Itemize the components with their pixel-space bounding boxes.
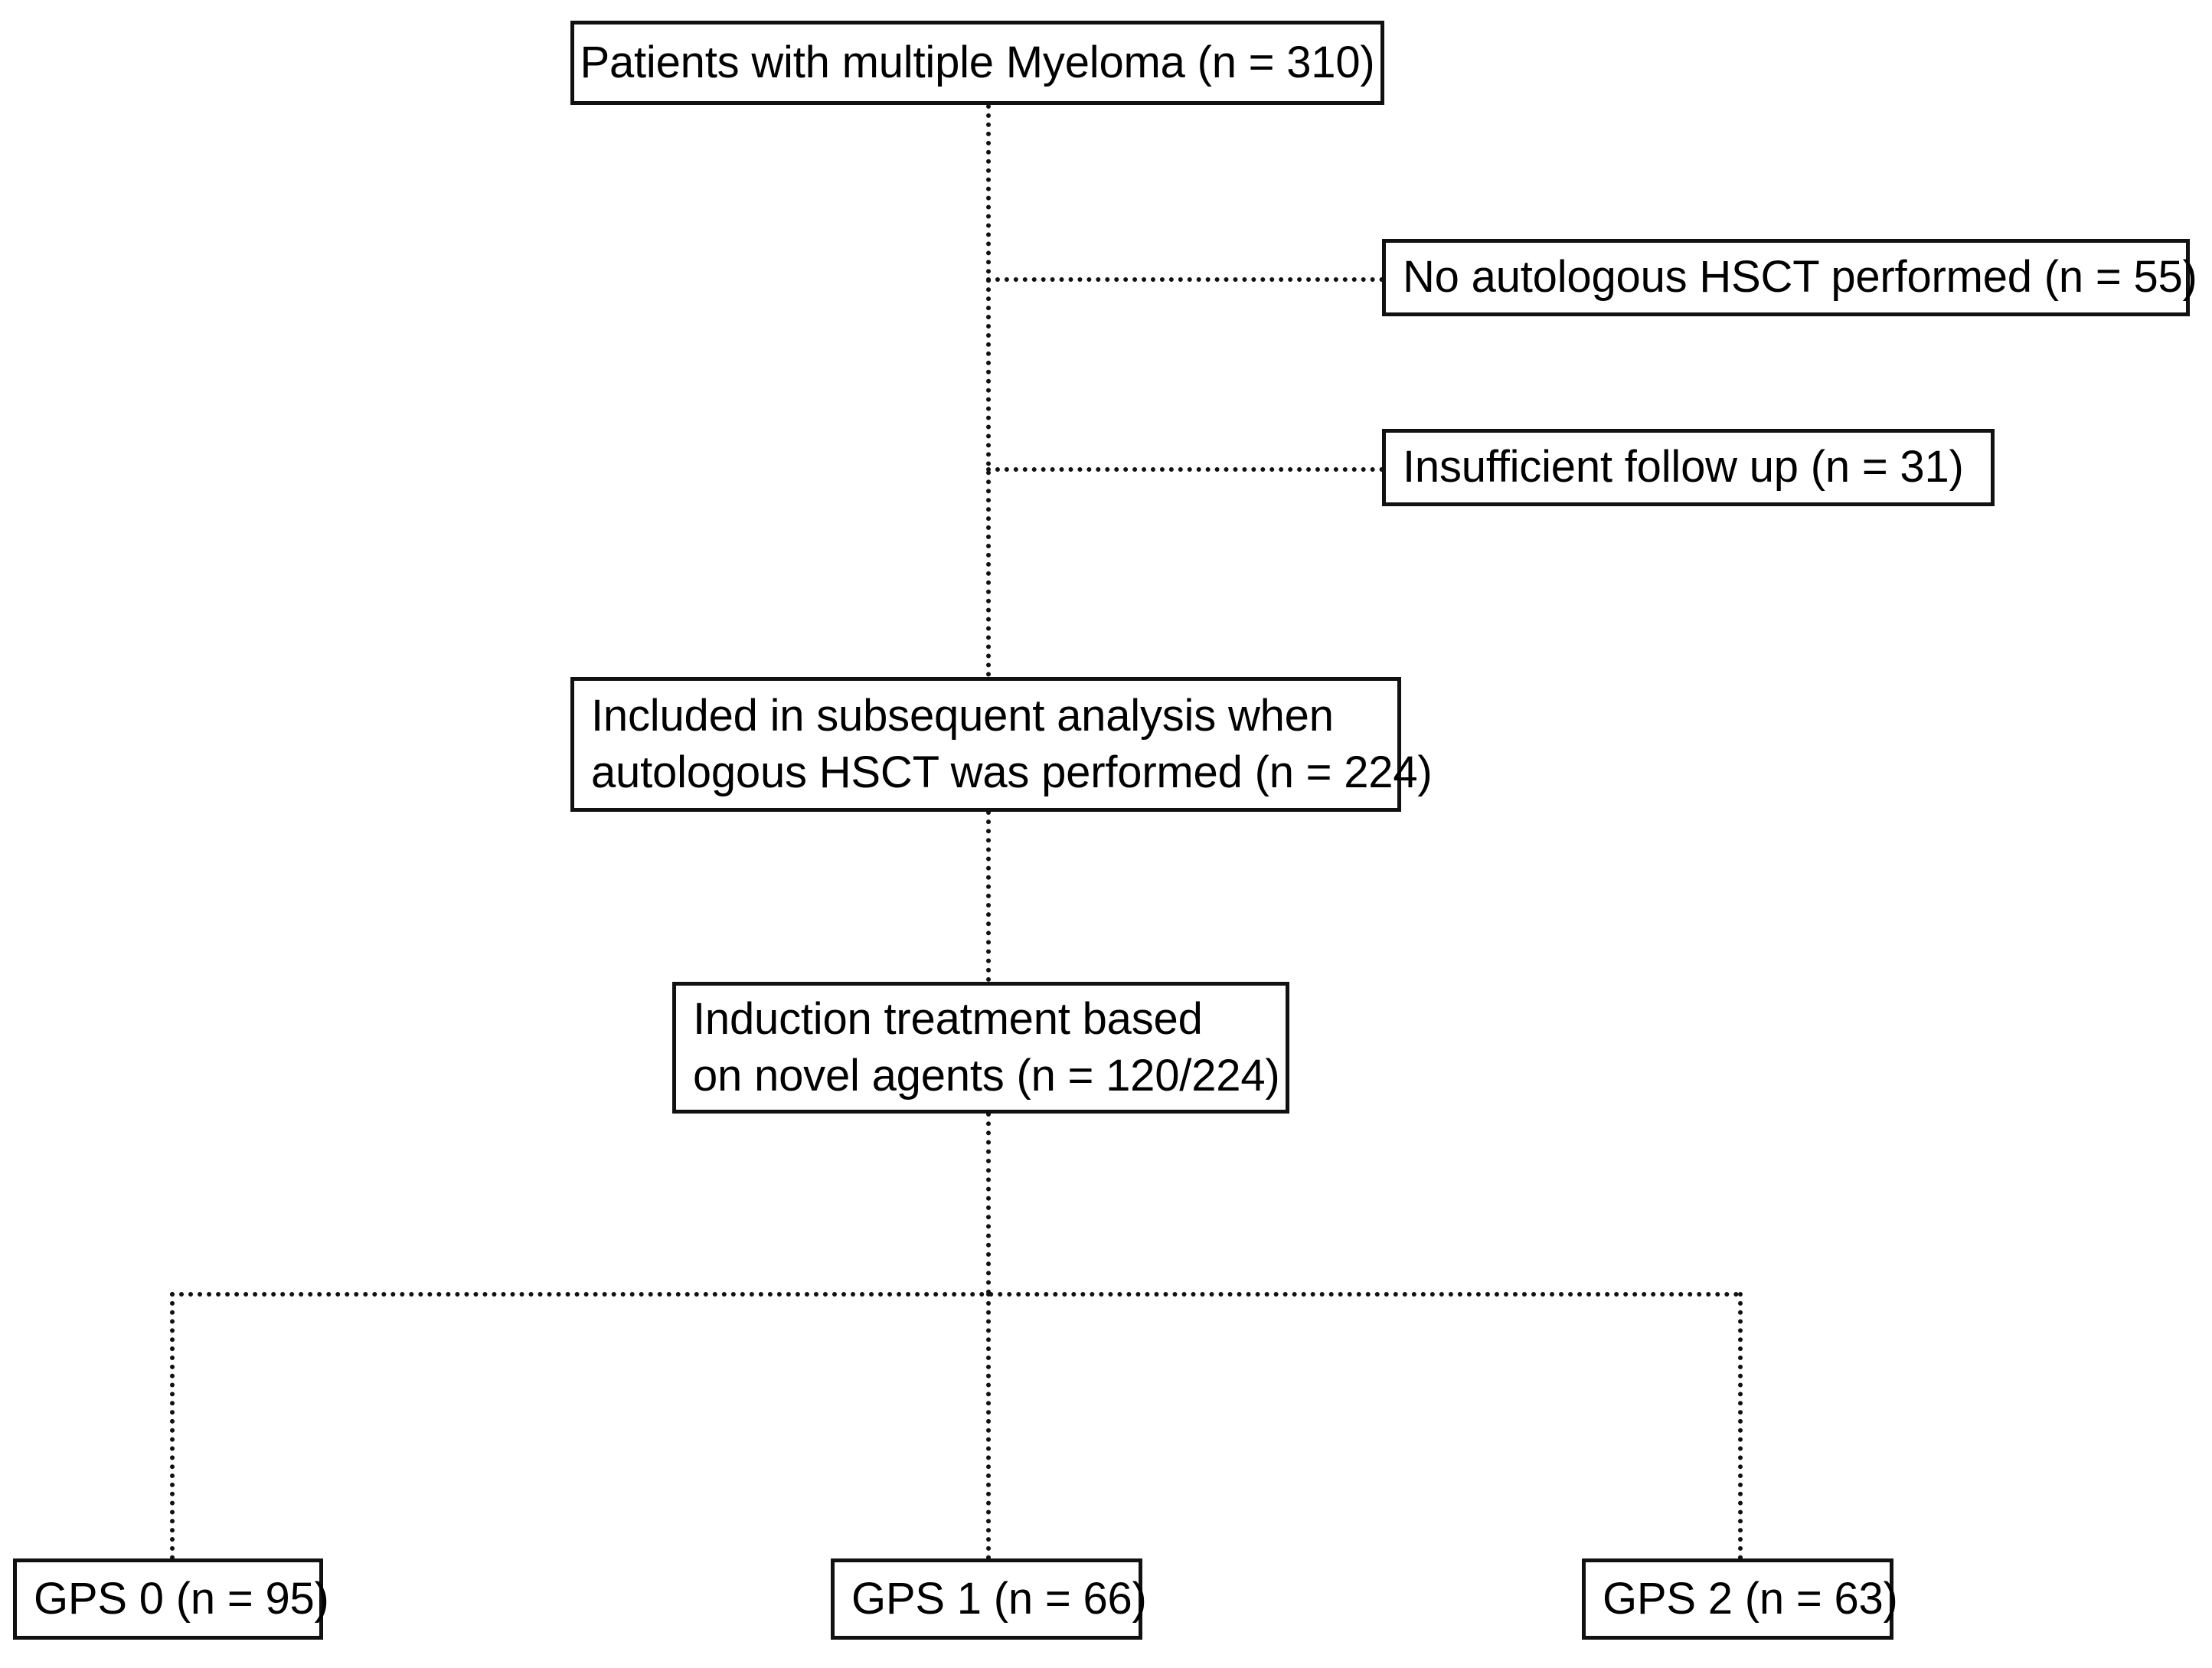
node-included-analysis[interactable]: Included in subsequent analysis when aut…	[570, 677, 1433, 812]
connector-included-to-induction	[986, 810, 991, 982]
node-gps-1-line-1: GPS 1 (n = 66)	[851, 1573, 1147, 1624]
node-excluded-insufficient-followup[interactable]: Insufficient follow up (n = 31)	[1382, 429, 1995, 506]
connector-trunk-main	[986, 104, 991, 677]
node-cohort-total-line-1: Patients with multiple Myeloma (n = 310)	[580, 37, 1375, 87]
connector-induction-to-branch	[986, 1112, 991, 1294]
node-induction-novel-agents-line-1: Induction treatment based	[693, 993, 1203, 1044]
connector-branch-to-gps-2	[1738, 1292, 1743, 1560]
node-gps-2[interactable]: GPS 2 (n = 63)	[1582, 1558, 1898, 1640]
node-gps-2-line-1: GPS 2 (n = 63)	[1603, 1573, 1898, 1624]
connector-branch-to-gps-0	[170, 1292, 175, 1560]
connector-to-no-hsct	[986, 277, 1384, 282]
node-induction-novel-agents[interactable]: Induction treatment based on novel agent…	[672, 982, 1289, 1114]
node-excluded-no-hsct-line-1: No autologous HSCT performed (n = 55)	[1403, 252, 2197, 303]
node-cohort-total[interactable]: Patients with multiple Myeloma (n = 310)	[570, 21, 1384, 105]
node-included-analysis-line-1: Included in subsequent analysis when	[591, 690, 1334, 741]
connector-branch-to-gps-1	[986, 1292, 991, 1560]
node-excluded-no-hsct[interactable]: No autologous HSCT performed (n = 55)	[1382, 239, 2197, 316]
node-induction-novel-agents-line-2: on novel agents (n = 120/224)	[693, 1051, 1280, 1101]
connector-gps-branch-bar	[170, 1292, 1740, 1297]
node-gps-0-line-1: GPS 0 (n = 95)	[34, 1573, 329, 1624]
node-gps-0[interactable]: GPS 0 (n = 95)	[13, 1558, 329, 1640]
node-gps-1[interactable]: GPS 1 (n = 66)	[831, 1558, 1147, 1640]
node-excluded-insufficient-followup-line-1: Insufficient follow up (n = 31)	[1403, 442, 1964, 492]
node-included-analysis-line-2: autologous HSCT was performed (n = 224)	[591, 747, 1433, 797]
connector-to-insufficient-followup	[986, 467, 1384, 472]
